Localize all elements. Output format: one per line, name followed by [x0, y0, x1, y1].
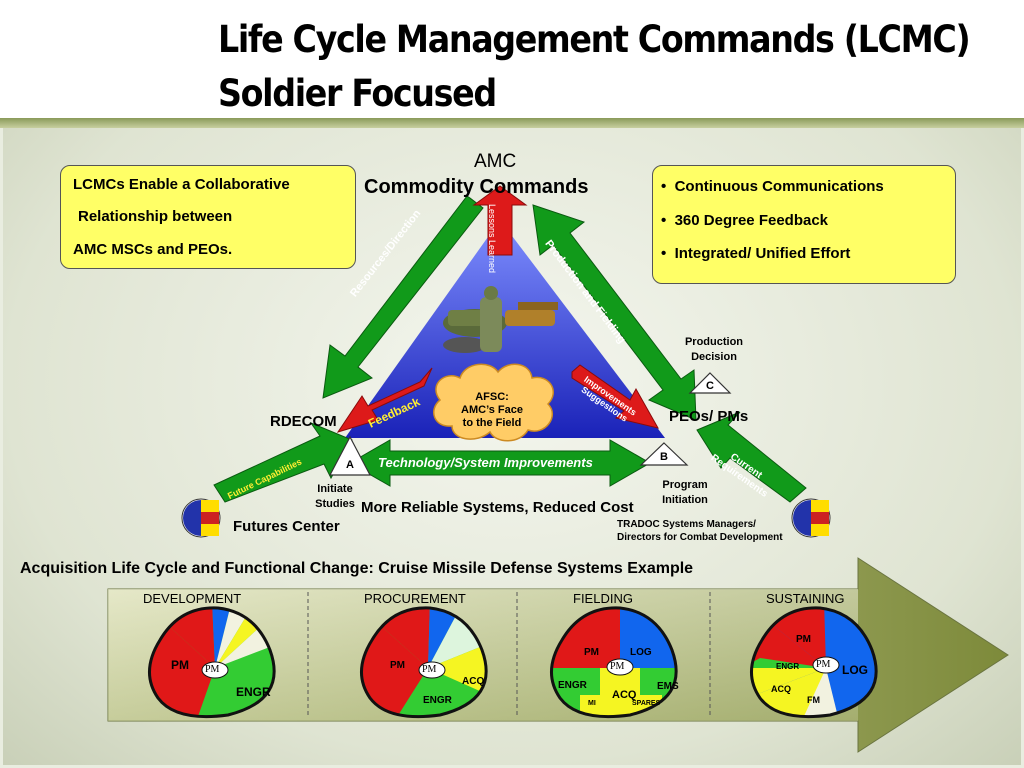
lessons-learned-arrow — [472, 185, 528, 256]
milestone-b-triangle — [639, 442, 689, 466]
army-patch-icon-left — [181, 498, 221, 538]
field-mi-label: MI — [588, 700, 596, 707]
phase-procurement: PROCUREMENT — [364, 591, 466, 606]
phase-sustaining: SUSTAINING — [766, 591, 845, 606]
pm-center-ovals — [201, 656, 840, 679]
field-spares-label: SPARES — [632, 700, 661, 707]
phase-fielding: FIELDING — [573, 591, 633, 606]
amc-label: AMC — [474, 151, 517, 172]
milestone-c-triangle — [688, 372, 732, 394]
pie-outlines — [148, 606, 878, 719]
benefit-bullet-2: • 360 Degree Feedback — [661, 212, 829, 229]
sus-acq-label: ACQ — [771, 684, 791, 694]
collaboration-line3: AMC MSCs and PEOs. — [73, 241, 233, 258]
peos-pms-label: PEOs/ PMs — [669, 408, 749, 425]
field-pm-label: PM — [584, 647, 599, 658]
soldier-vehicles-image — [443, 286, 558, 353]
dev-pm-label: PM — [171, 658, 189, 672]
production-decision-label: Production Decision — [684, 336, 744, 363]
page-title-line2: Soldier Focused — [218, 72, 497, 115]
army-patch-icon-right — [791, 498, 831, 538]
benefit-bullet-3: • Integrated/ Unified Effort — [661, 245, 851, 262]
field-acq-label: ACQ — [612, 689, 637, 701]
technology-label: Technology/System Improvements — [378, 455, 593, 470]
benefit-bullet-1: • Continuous Communications — [661, 178, 884, 195]
dev-engr-label: ENGR — [236, 685, 271, 699]
proc-engr-label: ENGR — [423, 695, 452, 706]
milestone-b-letter: B — [660, 451, 668, 463]
sus-pm-label: PM — [796, 634, 811, 645]
dev-center-pm: PM — [205, 664, 220, 675]
afsc-cloud-text: AFSC: AMC’s Face to the Field — [461, 391, 523, 429]
page-title-line1: Life Cycle Management Commands (LCMC) — [218, 18, 971, 61]
phase-development: DEVELOPMENT — [143, 591, 242, 606]
program-initiation-label: Program Initiation — [662, 479, 708, 506]
initiate-studies-label: Initiate Studies — [315, 483, 355, 510]
resources-direction-arrow — [322, 195, 484, 399]
sus-fm-label: FM — [807, 695, 820, 705]
field-log-label: LOG — [630, 647, 652, 658]
field-ems-label: EMS — [657, 681, 679, 692]
sus-engr-label: ENGR — [776, 662, 800, 671]
rdecom-label: RDECOM — [270, 413, 337, 430]
improvements-arrow — [571, 364, 659, 429]
milestone-a-letter: A — [346, 459, 354, 471]
lessons-learned-label: Lessons Learned — [487, 204, 497, 274]
milestone-a-triangle — [329, 435, 371, 476]
milestone-c-letter: C — [706, 380, 714, 392]
tradoc-label: TRADOC Systems Managers/ Directors for C… — [617, 519, 783, 543]
field-center-pm: PM — [610, 661, 625, 672]
commodity-commands-label: Commodity Commands — [364, 176, 589, 198]
collaboration-box: LCMCs Enable a Collaborative Relationshi… — [60, 165, 356, 269]
proc-acq-label: ACQ — [462, 676, 485, 687]
field-engr-label: ENGR — [558, 680, 587, 691]
bottom-caption: More Reliable Systems, Reduced Cost — [361, 499, 634, 516]
cloud-shape — [433, 363, 554, 442]
header — [0, 0, 1024, 125]
current-requirements-arrow — [696, 411, 807, 503]
future-capabilities-arrow — [213, 421, 353, 503]
benefits-box: • Continuous Communications • 360 Degree… — [652, 165, 956, 284]
title-rule — [0, 118, 1024, 128]
feedback-arrow — [336, 367, 433, 433]
proc-center-pm: PM — [422, 664, 437, 675]
sus-center-pm: PM — [816, 659, 831, 670]
production-fielding-arrow — [532, 204, 697, 421]
proc-pm-label: PM — [390, 660, 405, 671]
collaboration-line1: LCMCs Enable a Collaborative — [73, 176, 290, 193]
sus-log-label: LOG — [842, 663, 868, 677]
futures-center-label: Futures Center — [233, 518, 340, 535]
acquisition-heading: Acquisition Life Cycle and Functional Ch… — [20, 560, 694, 577]
collaboration-line2: Relationship between — [78, 208, 233, 225]
